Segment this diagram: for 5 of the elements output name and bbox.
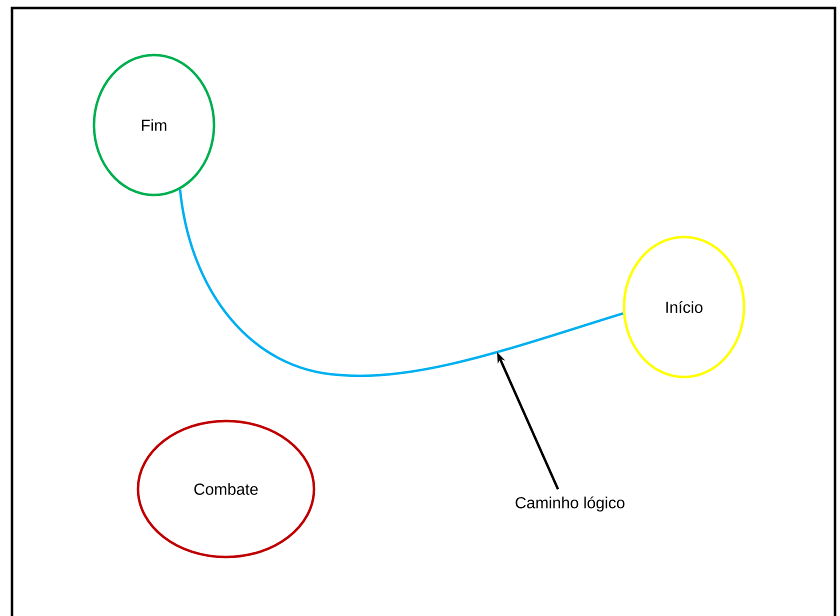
caption-text: Caminho lógico bbox=[516, 496, 624, 512]
ellipse-node: Início bbox=[622, 236, 746, 378]
curved-path bbox=[178, 189, 624, 378]
ellipse-node: Combate bbox=[136, 420, 316, 558]
ellipse-node: Fim bbox=[92, 54, 216, 196]
